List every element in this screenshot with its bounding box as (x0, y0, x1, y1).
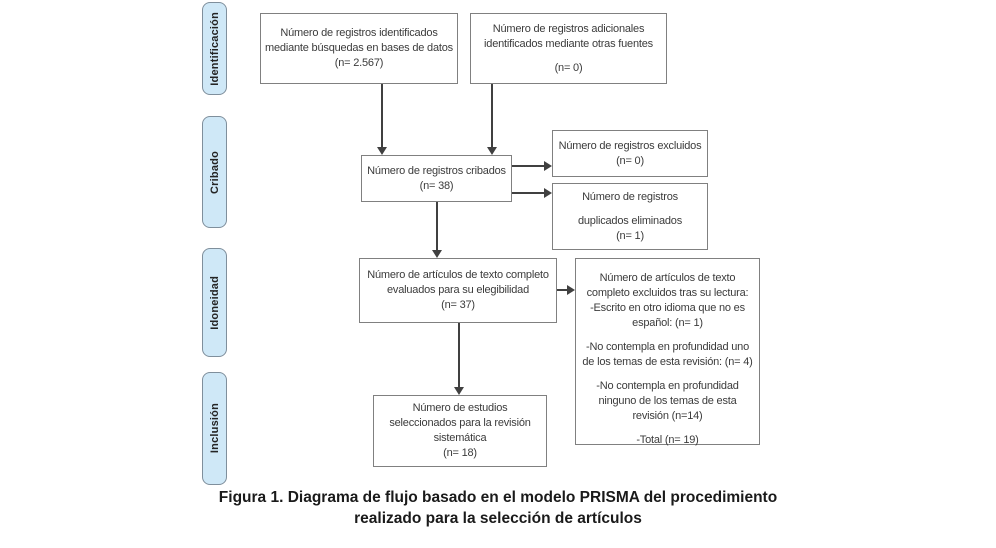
box-duplicates-removed-line: Número de registros (582, 190, 678, 203)
stage-idoneidad: Idoneidad (202, 248, 227, 357)
box-fulltext-assessed-line: evaluados para su elegibilidad (387, 284, 529, 296)
arrowhead-additional-to-screened (487, 147, 497, 155)
connector-fulltext-to-excluded (557, 289, 567, 291)
box-fulltext-excluded-line: -No contempla en profundidad uno (586, 341, 749, 353)
box-records-screened-line: Número de registros cribados (367, 164, 506, 177)
box-records-identified-line: mediante búsquedas en bases de datos (265, 42, 453, 54)
box-additional-records: Número de registros adicionales identifi… (470, 13, 667, 84)
figure-caption-line2: realizado para la selección de artículos (354, 510, 642, 527)
box-records-identified-count: (n= 2.567) (334, 57, 384, 69)
connector-additional-to-screened (491, 84, 493, 148)
box-studies-included-line: sistemática (433, 432, 487, 444)
box-fulltext-assessed-count: (n= 37) (441, 299, 475, 311)
connector-screened-to-fulltext (436, 202, 438, 250)
box-records-excluded: Número de registros excluidos (n= 0) (552, 130, 708, 177)
box-fulltext-excluded-line: ninguno de los temas de esta (598, 395, 737, 407)
connector-screened-to-duplicates (512, 192, 544, 194)
figure-caption-line1: Figura 1. Diagrama de flujo basado en el… (218, 489, 778, 506)
arrowhead-screened-to-fulltext (432, 250, 442, 258)
arrowhead-fulltext-to-excluded (567, 285, 575, 295)
box-additional-records-line: Número de registros adicionales (492, 22, 645, 35)
stage-identificacion-label: Identificación (208, 11, 221, 86)
box-records-excluded-line: Número de registros excluidos (558, 139, 702, 152)
box-duplicates-removed: Número de registros duplicados eliminado… (552, 183, 708, 250)
arrowhead-screened-to-duplicates (544, 188, 552, 198)
box-additional-records-line: identificados mediante otras fuentes (484, 37, 653, 50)
box-fulltext-excluded-line: Número de artículos de texto (599, 272, 736, 284)
box-fulltext-excluded-total: -Total (n= 19) (636, 434, 699, 446)
box-fulltext-excluded-line: de los temas de esta revisión: (n= 4) (582, 356, 753, 368)
box-records-screened: Número de registros cribados (n= 38) (361, 155, 512, 202)
box-fulltext-excluded-line: completo excluidos tras su lectura: (586, 287, 749, 299)
box-studies-included-line: seleccionados para la revisión (389, 417, 531, 429)
box-studies-included: Número de estudios seleccionados para la… (373, 395, 547, 467)
box-fulltext-assessed: Número de artículos de texto completo ev… (359, 258, 557, 323)
box-fulltext-excluded-line: español: (n= 1) (632, 317, 703, 329)
box-fulltext-excluded-line: -Escrito en otro idioma que no es (590, 302, 745, 314)
box-studies-included-count: (n= 18) (443, 447, 477, 459)
arrowhead-screened-to-excluded (544, 161, 552, 171)
box-records-identified: Número de registros identificados median… (260, 13, 458, 84)
stage-cribado-label: Cribado (208, 150, 221, 194)
arrowhead-identified-to-screened (377, 147, 387, 155)
box-records-excluded-count: (n= 0) (616, 154, 644, 167)
stage-cribado: Cribado (202, 116, 227, 228)
stage-idoneidad-label: Idoneidad (208, 275, 221, 330)
stage-inclusion-label: Inclusión (208, 403, 221, 454)
box-duplicates-removed-line: duplicados eliminados (577, 214, 683, 227)
box-records-screened-count: (n= 38) (419, 179, 454, 192)
box-duplicates-removed-count: (n= 1) (616, 229, 644, 242)
stage-inclusion: Inclusión (202, 372, 227, 485)
connector-identified-to-screened (381, 84, 383, 148)
box-records-identified-line: Número de registros identificados (280, 27, 438, 39)
figure-caption: Figura 1. Diagrama de flujo basado en el… (0, 487, 996, 529)
arrowhead-fulltext-to-included (454, 387, 464, 395)
box-fulltext-excluded: Número de artículos de texto completo ex… (575, 258, 760, 446)
box-fulltext-excluded-line: -No contempla en profundidad (596, 380, 739, 392)
stage-identificacion: Identificación (202, 2, 227, 95)
connector-fulltext-to-included (458, 323, 460, 387)
box-fulltext-assessed-line: Número de artículos de texto completo (367, 269, 549, 281)
connector-screened-to-excluded (512, 165, 544, 167)
box-additional-records-count: (n= 0) (554, 61, 583, 74)
box-studies-included-line: Número de estudios (412, 402, 508, 414)
box-fulltext-excluded-line: revisión (n=14) (632, 410, 703, 422)
